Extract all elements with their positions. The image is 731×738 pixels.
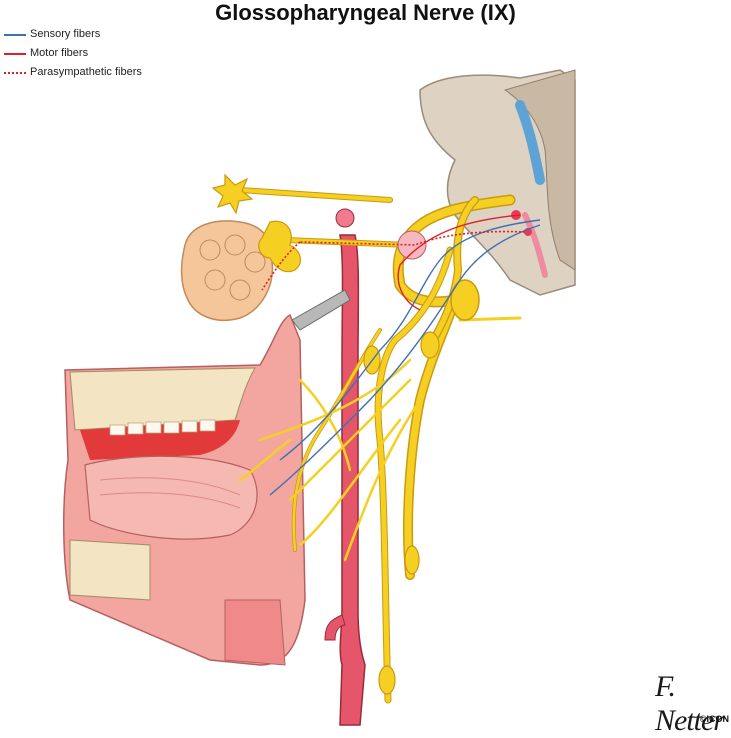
legend-item-sensory: Sensory fibers [4, 28, 164, 41]
legend-item-parasympathetic: Parasympathetic fibers [4, 66, 164, 79]
parotid-gland [180, 220, 274, 322]
signature-mark: ©ICON [699, 714, 729, 724]
legend-label-motor: Motor fibers [30, 47, 89, 59]
legend-label-sensory: Sensory fibers [30, 28, 101, 40]
legend: Sensory fibers Motor fibers Parasympathe… [4, 28, 164, 85]
page-title: Glossopharyngeal Nerve (IX) [215, 0, 516, 25]
oral-cavity-section [63, 313, 306, 666]
fiber-pathways [261, 214, 541, 496]
legend-label-parasympathetic: Parasympathetic fibers [30, 66, 142, 78]
legend-swatch-parasympathetic [4, 72, 26, 74]
brainstem-section [419, 69, 576, 296]
artist-signature: F. Netter ©ICON [655, 664, 731, 737]
legend-item-motor: Motor fibers [4, 47, 164, 60]
legend-swatch-motor [4, 53, 26, 55]
legend-swatch-sensory [4, 34, 26, 36]
styloid-process [291, 289, 351, 331]
signature-name: F. Netter [655, 670, 725, 737]
